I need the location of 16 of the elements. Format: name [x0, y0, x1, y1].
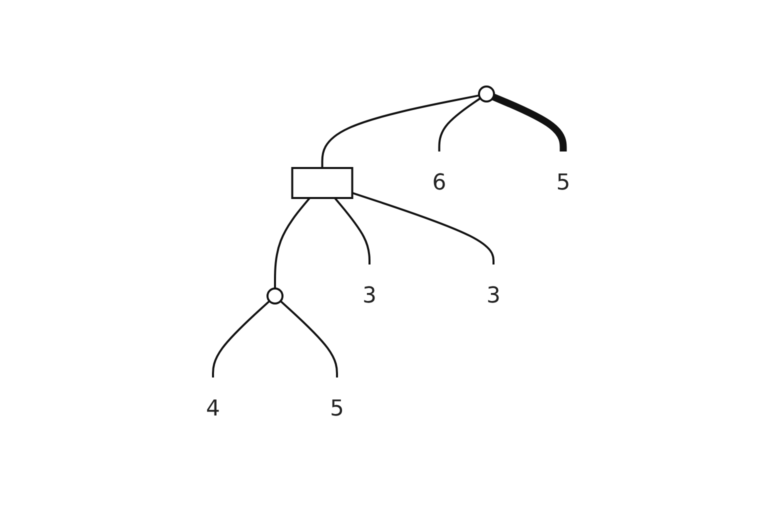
connector	[322, 94, 480, 168]
connector	[352, 192, 495, 264]
connector	[280, 300, 338, 378]
node-text: 5	[556, 170, 571, 196]
node-text: 3	[486, 284, 501, 308]
connector	[334, 197, 371, 264]
node-text: 6	[432, 170, 447, 196]
node-text: 5	[330, 396, 344, 422]
node-box	[292, 167, 354, 199]
node-circle	[478, 86, 496, 102]
node-text: 4	[206, 396, 220, 422]
node-text: 3	[362, 284, 377, 308]
connector	[274, 197, 311, 288]
connector	[438, 97, 482, 152]
connector	[212, 300, 270, 378]
node-circle	[266, 288, 284, 304]
